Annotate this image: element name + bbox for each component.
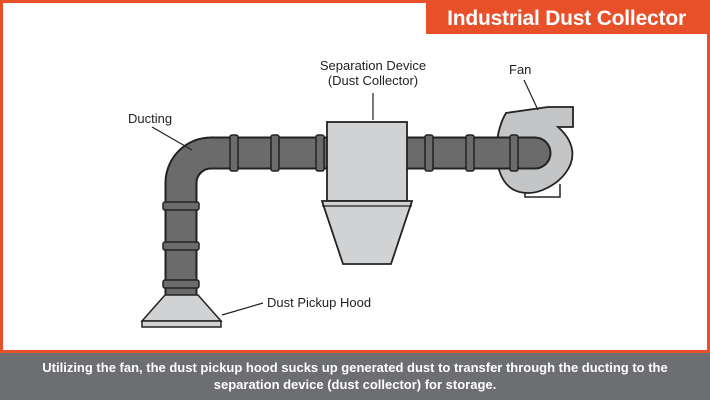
dust-collector bbox=[320, 121, 414, 265]
dust-collector-diagram: Separation Device (Dust Collector) Fan D… bbox=[128, 58, 574, 328]
dust-pickup-hood-label: Dust Pickup Hood bbox=[267, 295, 371, 310]
dust-collector-label: (Dust Collector) bbox=[328, 73, 418, 88]
dust-pickup-hood bbox=[140, 294, 223, 328]
leader-lines bbox=[151, 79, 539, 316]
title-banner: Industrial Dust Collector bbox=[426, 3, 707, 34]
ducting bbox=[162, 134, 552, 295]
diagram-title: Industrial Dust Collector bbox=[447, 7, 686, 30]
caption-bar: Utilizing the fan, the dust pickup hood … bbox=[0, 350, 710, 400]
caption-text: Utilizing the fan, the dust pickup hood … bbox=[42, 360, 668, 392]
fan-label: Fan bbox=[509, 62, 531, 77]
separation-device-label: Separation Device bbox=[320, 58, 426, 73]
ducting-label: Ducting bbox=[128, 111, 172, 126]
